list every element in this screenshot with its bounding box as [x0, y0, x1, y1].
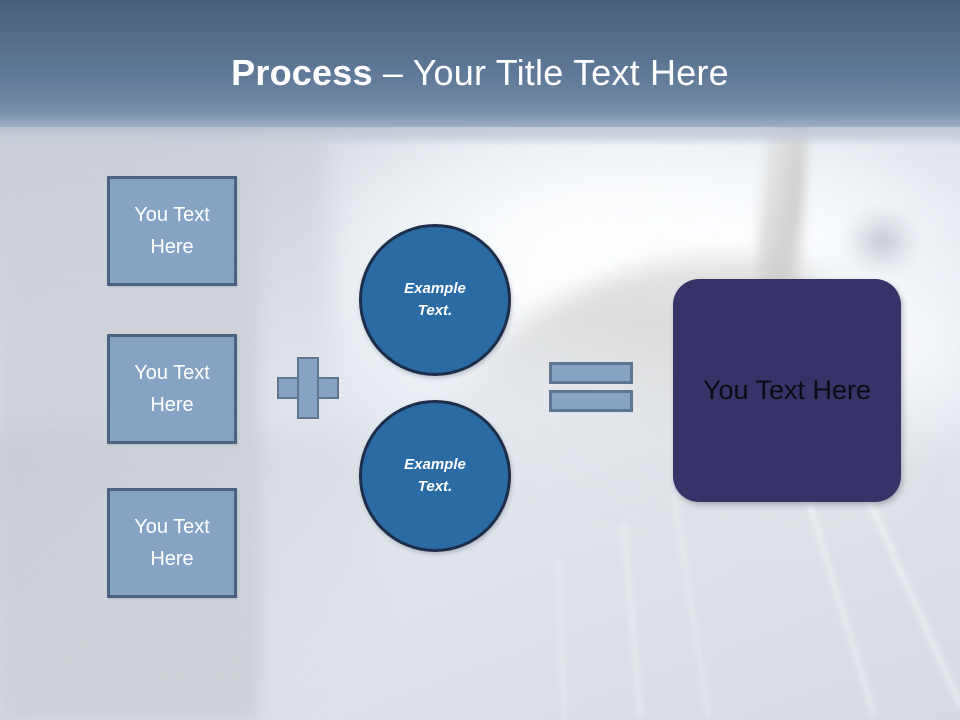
example-circle-2-line1: Example [404, 456, 466, 473]
input-box-3-label: You Text Here [134, 516, 210, 570]
equals-icon-bottom-bar [549, 390, 633, 412]
example-circle-2-line2: Text. [417, 478, 453, 495]
input-box-3[interactable]: You Text Here [107, 488, 237, 598]
equals-icon [549, 362, 633, 412]
plus-icon-center [299, 379, 317, 397]
example-circle-1[interactable]: Example Text. [359, 224, 511, 376]
result-box[interactable]: You Text Here [673, 279, 901, 502]
title-banner [0, 0, 960, 127]
input-box-1[interactable]: You Text Here [107, 176, 237, 286]
page-title-strong: Process [231, 52, 373, 93]
example-circle-2[interactable]: Example Text. [359, 400, 511, 552]
title-banner-fade [0, 112, 960, 146]
example-circle-1-line1: Example [404, 280, 466, 297]
page-title-rest: – Your Title Text Here [372, 52, 729, 93]
equals-icon-top-bar [549, 362, 633, 384]
example-circle-1-line2: Text. [417, 302, 453, 319]
input-box-1-label: You Text Here [134, 204, 210, 258]
result-box-label: You Text Here [702, 375, 872, 405]
plus-icon [277, 357, 339, 419]
page-title: Process – Your Title Text Here [0, 50, 960, 96]
input-box-2[interactable]: You Text Here [107, 334, 237, 444]
background-foliage-right [846, 208, 918, 274]
input-box-2-label: You Text Here [134, 362, 210, 416]
